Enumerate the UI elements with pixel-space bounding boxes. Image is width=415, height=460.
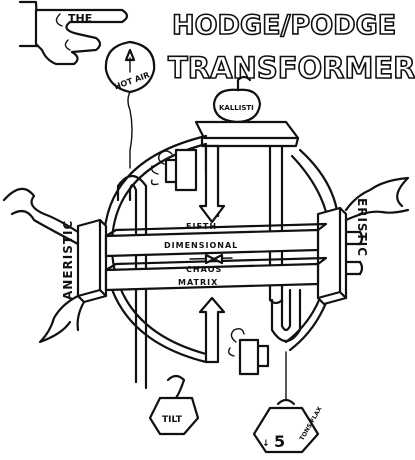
bowtie-icon xyxy=(189,253,233,265)
apple-label: KALLISTI xyxy=(219,104,254,112)
smoke-puff-icon xyxy=(227,327,270,376)
weight-number: 5 xyxy=(274,432,285,451)
matrix-top-line-1: FIFTH xyxy=(186,222,217,231)
hot-air-balloon-icon: HOT AIR xyxy=(104,40,156,169)
side-label-right: ERISTIC xyxy=(355,198,369,257)
matrix-bottom-line-2: MATRIX xyxy=(178,278,218,287)
flame-icon xyxy=(344,176,410,222)
flame-icon xyxy=(2,187,80,246)
tilt-weight-icon: TILT xyxy=(148,374,200,436)
title-line-1: HODGE/PODGE xyxy=(172,10,396,41)
chaos-matrix: FIFTH DIMENSIONAL CHAOS MATRIX xyxy=(76,206,364,306)
down-arrow-icon xyxy=(198,144,226,224)
hand-label: THE xyxy=(68,12,92,25)
title: HODGE/PODGE TRANSFORMER xyxy=(167,9,415,86)
right-u-tube xyxy=(270,288,302,343)
matrix-top-line-2: DIMENSIONAL xyxy=(164,241,238,250)
golden-apple-icon: KALLISTI xyxy=(212,75,262,124)
up-arrow-icon xyxy=(198,296,226,364)
flame-icon xyxy=(38,294,86,344)
weight-arrow: ↓ xyxy=(262,439,270,449)
pointing-hand-icon: THE xyxy=(18,0,129,66)
smoke-puff-icon xyxy=(150,148,198,192)
matrix-bottom-line-1: CHAOS xyxy=(186,265,222,274)
side-label-left: ANERISTIC xyxy=(61,220,75,300)
title-line-2: TRANSFORMER xyxy=(168,51,415,85)
tilt-weight-label: TILT xyxy=(162,415,183,425)
